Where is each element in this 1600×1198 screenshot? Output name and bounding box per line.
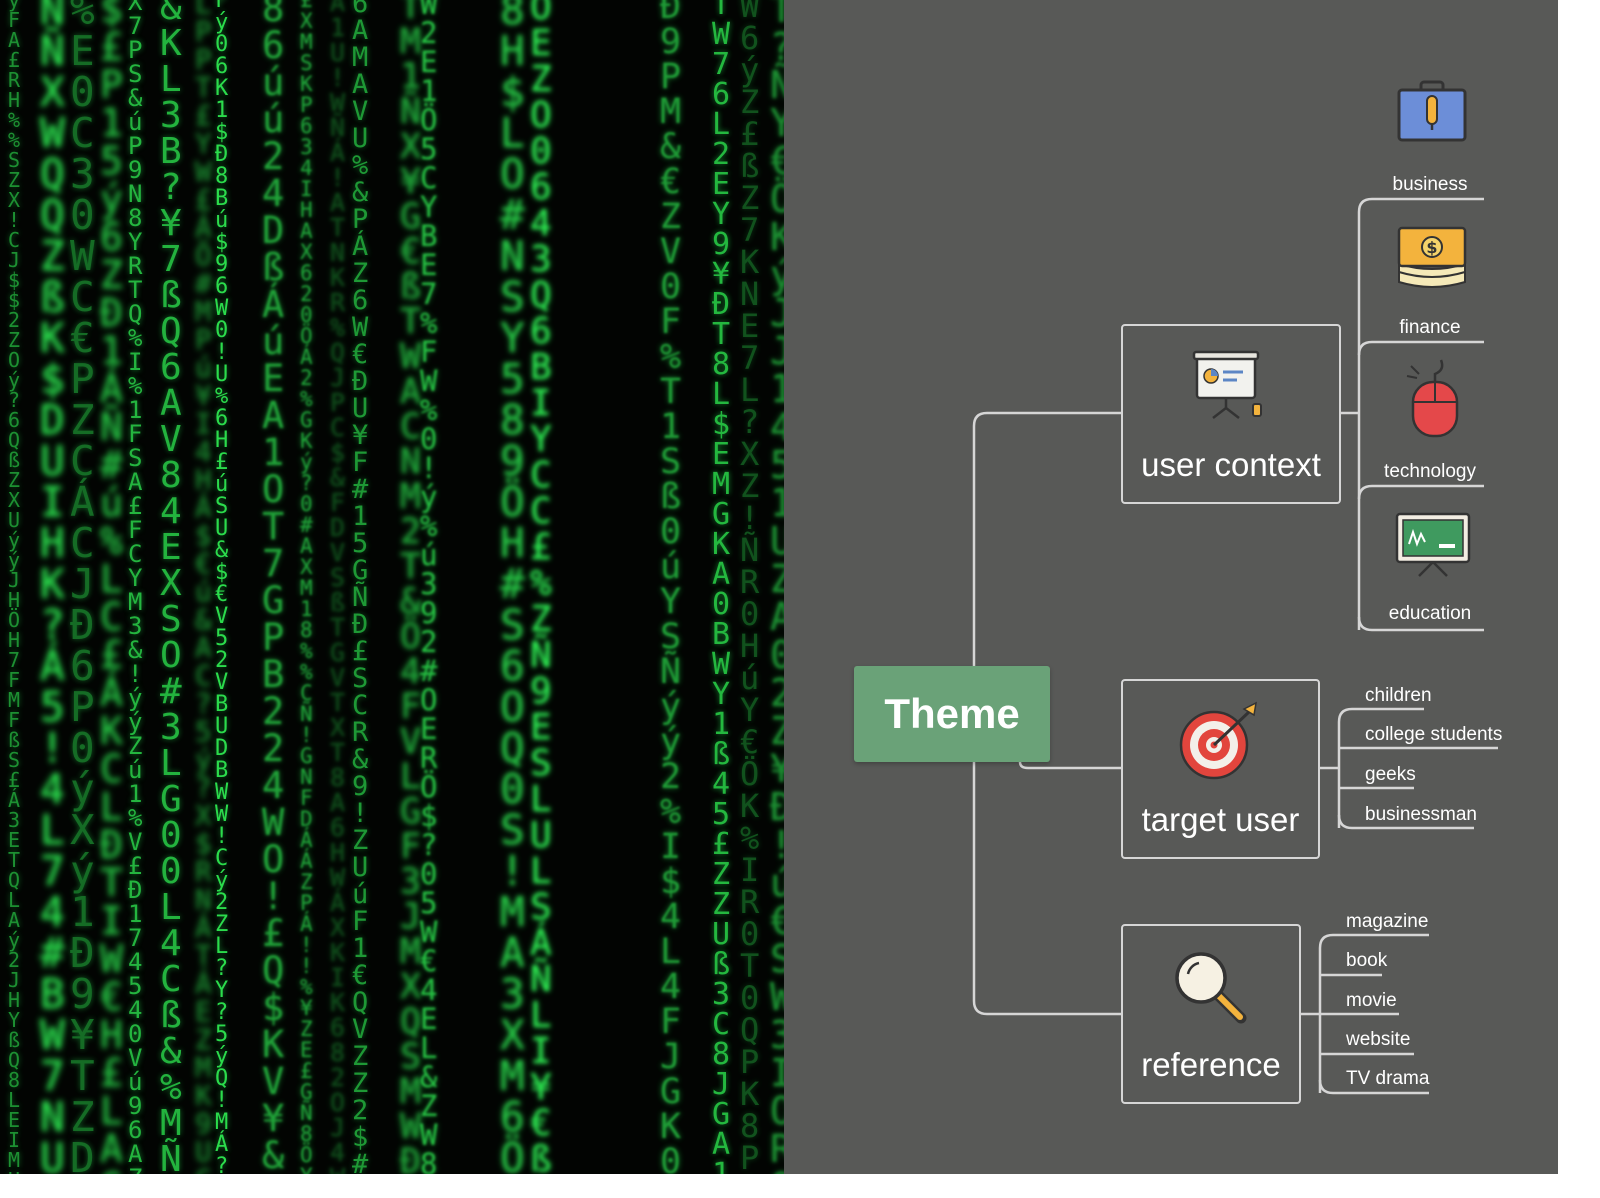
leaf-book[interactable]: book xyxy=(1346,950,1388,971)
mind-map: Theme user context xyxy=(784,0,1558,1174)
computer-mouse-icon xyxy=(1401,356,1463,445)
target-arrow-icon xyxy=(1123,699,1318,783)
chalkboard-icon xyxy=(1393,510,1473,585)
matrix-code-rain-image: ý F A £ R H % % S Z X ! C J $ $ 2 Z O ý … xyxy=(0,0,784,1174)
leaf-tv-drama[interactable]: TV drama xyxy=(1346,1068,1430,1089)
briefcase-icon xyxy=(1395,78,1469,151)
category-education[interactable]: education xyxy=(1388,603,1472,624)
branch-label: target user xyxy=(1141,801,1300,838)
category-business[interactable]: business xyxy=(1392,174,1468,195)
leaf-children[interactable]: children xyxy=(1365,685,1432,706)
theme-root-node[interactable]: Theme xyxy=(854,666,1050,762)
svg-text:$: $ xyxy=(1426,238,1437,257)
presentation-board-icon xyxy=(1123,350,1339,424)
category-finance[interactable]: finance xyxy=(1399,317,1461,338)
leaf-businessman[interactable]: businessman xyxy=(1365,804,1477,825)
leaf-geeks[interactable]: geeks xyxy=(1365,764,1416,785)
leaf-magazine[interactable]: magazine xyxy=(1346,911,1429,932)
money-stack-icon: $ xyxy=(1395,222,1469,299)
branch-reference[interactable]: reference xyxy=(1121,924,1301,1104)
branch-target-user[interactable]: target user xyxy=(1121,679,1320,859)
magnifier-icon xyxy=(1123,948,1299,1028)
leaf-movie[interactable]: movie xyxy=(1346,990,1397,1011)
branch-user-context[interactable]: user context xyxy=(1121,324,1341,504)
leaf-college-students[interactable]: college students xyxy=(1365,724,1503,745)
mind-map-connectors xyxy=(972,197,1498,1095)
category-technology[interactable]: technology xyxy=(1384,461,1476,482)
branch-label: reference xyxy=(1141,1046,1281,1083)
branch-label: user context xyxy=(1141,446,1321,483)
leaf-website[interactable]: website xyxy=(1346,1029,1411,1050)
